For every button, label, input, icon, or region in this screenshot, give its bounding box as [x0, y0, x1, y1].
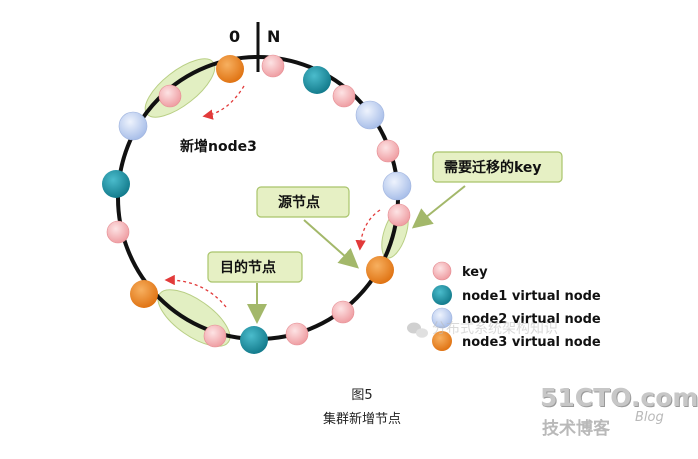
key-to-migrate: [387, 203, 411, 227]
arrow-to-migrate-keys: [411, 185, 466, 229]
legend-node3-label: node3 virtual node: [462, 335, 601, 350]
brand-name: 51CTO.com: [540, 383, 698, 412]
legend-node1-label: node1 virtual node: [462, 289, 601, 304]
node3-virtual-node-top: [216, 55, 244, 83]
highlight-target-group: [157, 289, 231, 347]
node3-virtual-node-new-left: [130, 280, 158, 308]
arrow-to-source-node: [303, 219, 359, 269]
brand-subtitle: 技术博客: [542, 419, 610, 439]
n-label: N: [267, 27, 280, 46]
callout-target-node: 目的节点: [207, 251, 303, 283]
legend-key-label: key: [462, 265, 488, 280]
node3-virtual-node-source: [366, 256, 394, 284]
callout-keys-to-migrate: 需要迁移的key: [432, 151, 563, 183]
key-node: [203, 324, 227, 348]
node1-virtual-node-target: [240, 326, 268, 354]
legend-node3-swatch: [432, 331, 452, 351]
key-node: [331, 300, 355, 324]
callout-target-node-text: 目的节点: [220, 259, 276, 276]
figure-title: 集群新增节点: [322, 412, 401, 427]
callout-source-node-text: 源节点: [278, 194, 320, 211]
callout-keys-to-migrate-text: 需要迁移的key: [444, 159, 542, 176]
key-node: [285, 322, 309, 346]
node2-virtual-node: [118, 111, 148, 141]
migration-arrow-top: [202, 85, 245, 120]
node1-virtual-node: [303, 66, 331, 94]
highlight-new-node-group: [144, 58, 216, 118]
callout-source-node: 源节点: [256, 186, 350, 218]
key-node: [261, 54, 285, 78]
key-node: [106, 220, 130, 244]
node2-virtual-node: [355, 100, 385, 130]
key-node: [158, 84, 182, 108]
key-node: [332, 84, 356, 108]
new-node-annotation: 新增node3: [180, 138, 257, 155]
blog-label: Blog: [635, 410, 664, 425]
legend-node2-swatch: [431, 307, 453, 329]
migration-arrow-right: [355, 209, 381, 251]
zero-label: 0: [229, 27, 240, 46]
figure-number: 图5: [351, 388, 373, 403]
node2-virtual-node: [382, 171, 412, 201]
wechat-icon: [407, 322, 428, 338]
wechat-watermark-text: 分布式系统架构知识: [432, 321, 558, 337]
legend: key node1 virtual node node2 virtual nod…: [431, 261, 601, 351]
node1-virtual-node: [102, 170, 130, 198]
legend-node1-swatch: [432, 285, 452, 305]
legend-key-swatch: [432, 261, 452, 281]
legend-node2-label: node2 virtual node: [462, 312, 601, 327]
migration-arrow-bottom: [164, 274, 227, 308]
brand-logo: 51CTO.com 技术博客 Blog: [540, 383, 698, 439]
key-node: [376, 139, 400, 163]
